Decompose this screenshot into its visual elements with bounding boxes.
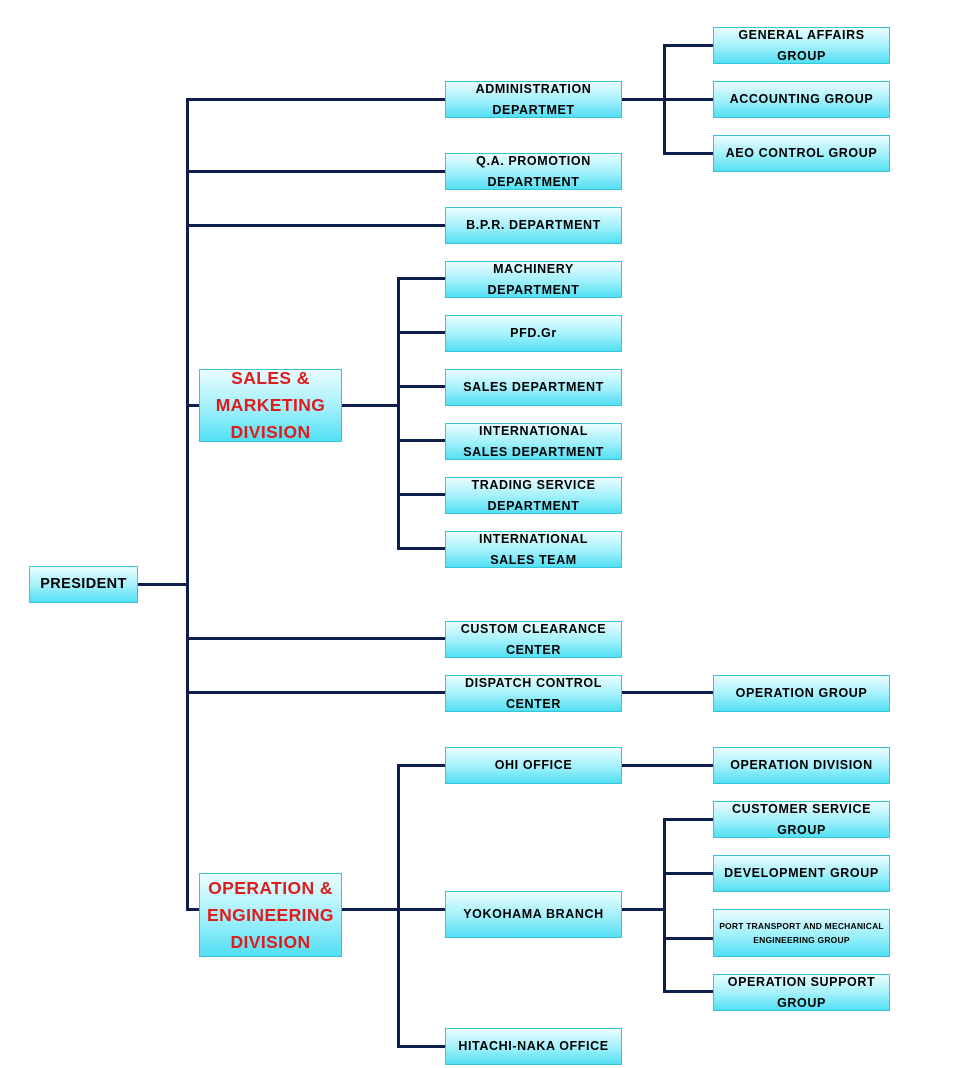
connector-port-transport bbox=[663, 937, 713, 940]
operation-support-group-box: OPERATION SUPPORT GROUP bbox=[713, 974, 890, 1011]
trading-service-department-box: TRADING SERVICE DEPARTMENT bbox=[445, 477, 622, 514]
connector-admin-out bbox=[621, 98, 666, 101]
operation-engineering-division-box: OPERATION & ENGINEERING DIVISION bbox=[199, 873, 342, 957]
connector-general-affairs bbox=[663, 44, 713, 47]
connector-dispatch-out bbox=[621, 691, 713, 694]
connector-intl-sales bbox=[397, 439, 446, 442]
yokohama-branch-box: YOKOHAMA BRANCH bbox=[445, 891, 622, 938]
connector-aeo bbox=[663, 152, 713, 155]
sales-marketing-division-box: SALES & MARKETING DIVISION bbox=[199, 368, 342, 442]
connector-custom-clearance bbox=[186, 637, 446, 640]
connector-customer-service bbox=[663, 818, 713, 821]
connector-intl-team bbox=[397, 547, 446, 550]
connector-main-trunk bbox=[186, 98, 189, 911]
connector-pfd bbox=[397, 331, 446, 334]
international-sales-department-box: INTERNATIONAL SALES DEPARTMENT bbox=[445, 423, 622, 460]
operation-group-box: OPERATION GROUP bbox=[713, 675, 890, 712]
connector-bpr bbox=[186, 224, 446, 227]
connector-development bbox=[663, 872, 713, 875]
connector-sales-division bbox=[186, 404, 200, 407]
accounting-group-box: ACCOUNTING GROUP bbox=[713, 81, 890, 118]
hitachi-naka-office-box: HITACHI-NAKA OFFICE bbox=[445, 1028, 622, 1065]
connector-machinery bbox=[397, 277, 446, 280]
connector-operation-trunk bbox=[397, 764, 400, 1048]
bpr-department-box: B.P.R. DEPARTMENT bbox=[445, 207, 622, 244]
connector-operation-out bbox=[341, 908, 400, 911]
connector-sales-out bbox=[341, 404, 400, 407]
connector-operation-division bbox=[186, 908, 200, 911]
port-transport-engineering-group-box: PORT TRANSPORT AND MECHANICAL ENGINEERIN… bbox=[713, 909, 890, 957]
connector-trading bbox=[397, 493, 446, 496]
connector-ohi bbox=[397, 764, 446, 767]
custom-clearance-center-box: CUSTOM CLEARANCE CENTER bbox=[445, 621, 622, 658]
operation-division-box: OPERATION DIVISION bbox=[713, 747, 890, 784]
connector-yokohama-trunk bbox=[663, 818, 666, 993]
connector-qa bbox=[186, 170, 446, 173]
connector-dispatch bbox=[186, 691, 446, 694]
connector-yokohama bbox=[397, 908, 446, 911]
connector-operation-support bbox=[663, 990, 713, 993]
pfd-group-box: PFD.Gr bbox=[445, 315, 622, 352]
connector-president bbox=[137, 583, 189, 586]
connector-administration bbox=[186, 98, 446, 101]
connector-yokohama-out bbox=[621, 908, 666, 911]
administration-department-box: ADMINISTRATION DEPARTMET bbox=[445, 81, 622, 118]
president-box: PRESIDENT bbox=[29, 566, 138, 603]
connector-sales-dept bbox=[397, 385, 446, 388]
qa-promotion-department-box: Q.A. PROMOTION DEPARTMENT bbox=[445, 153, 622, 190]
general-affairs-group-box: GENERAL AFFAIRS GROUP bbox=[713, 27, 890, 64]
international-sales-team-box: INTERNATIONAL SALES TEAM bbox=[445, 531, 622, 568]
connector-accounting bbox=[663, 98, 713, 101]
dispatch-control-center-box: DISPATCH CONTROL CENTER bbox=[445, 675, 622, 712]
connector-ohi-out bbox=[621, 764, 713, 767]
customer-service-group-box: CUSTOMER SERVICE GROUP bbox=[713, 801, 890, 838]
connector-hitachi bbox=[397, 1045, 446, 1048]
development-group-box: DEVELOPMENT GROUP bbox=[713, 855, 890, 892]
sales-department-box: SALES DEPARTMENT bbox=[445, 369, 622, 406]
connector-sales-trunk bbox=[397, 277, 400, 550]
ohi-office-box: OHI OFFICE bbox=[445, 747, 622, 784]
aeo-control-group-box: AEO CONTROL GROUP bbox=[713, 135, 890, 172]
machinery-department-box: MACHINERY DEPARTMENT bbox=[445, 261, 622, 298]
